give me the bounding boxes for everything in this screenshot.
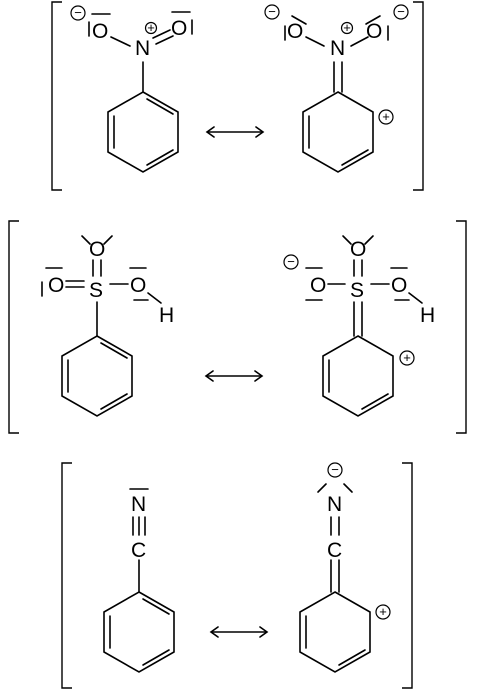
atom-h: H: [159, 304, 174, 327]
atom-o-left: O: [287, 20, 303, 43]
structure-benzonitrile: C N: [103, 488, 175, 673]
benzene-ring: [61, 335, 133, 417]
bracket-right: [402, 462, 413, 689]
svg-text:−: −: [268, 4, 276, 19]
row-nitro: N O O − + N: [51, 1, 424, 191]
positive-charge-icon: [378, 109, 394, 125]
svg-text:−: −: [397, 4, 405, 19]
ring-quinoid: [302, 91, 374, 173]
svg-text:+: +: [379, 604, 387, 619]
benzene-ring: [103, 591, 175, 673]
positive-charge-icon: [375, 604, 391, 620]
atom-o-right: O: [130, 274, 146, 297]
resonance-arrow-3: [209, 626, 269, 638]
atom-o-right: O: [171, 17, 187, 40]
atom-s: S: [89, 279, 103, 302]
structure-nitrile-resonance: C N − +: [299, 462, 391, 673]
atom-h: H: [420, 304, 435, 327]
atom-o-left: O: [310, 274, 326, 297]
ring-quinoid: [322, 335, 394, 417]
svg-text:+: +: [382, 109, 390, 124]
svg-text:+: +: [343, 20, 351, 35]
n-o-single-bond: [110, 36, 131, 47]
atom-o-right: O: [366, 20, 382, 43]
atom-o-left: O: [92, 20, 108, 43]
atom-s: S: [350, 279, 364, 302]
benzene-ring: [107, 91, 179, 173]
positive-charge-icon: [340, 21, 354, 35]
atom-n: N: [131, 493, 146, 516]
positive-charge-icon: [399, 350, 415, 366]
atom-c: C: [327, 539, 342, 562]
structure-benzenesulfonic-acid: S O O O H: [41, 235, 174, 417]
resonance-arrow-2: [204, 370, 264, 382]
atom-n: N: [135, 37, 150, 60]
structure-nitro-resonance: N O O − − + +: [264, 4, 409, 173]
positive-charge-icon: [144, 21, 158, 35]
atom-n: N: [327, 493, 342, 516]
bracket-right: [413, 1, 424, 191]
structure-nitrobenzene: N O O − +: [70, 5, 193, 173]
svg-text:−: −: [74, 5, 82, 20]
svg-text:+: +: [403, 350, 411, 365]
structure-sulfonic-resonance: S O O O H − +: [283, 235, 435, 417]
bracket-left: [8, 220, 19, 434]
negative-charge-icon: [283, 254, 299, 270]
resonance-arrow-1: [205, 126, 265, 138]
negative-charge-icon: [264, 4, 280, 20]
n-o-double-bond: [152, 29, 171, 39]
row-nitrile: C N C N − +: [61, 462, 413, 689]
atom-o-top: O: [89, 238, 105, 261]
atom-c: C: [131, 539, 146, 562]
atom-o-left: O: [48, 274, 64, 297]
bracket-right: [456, 220, 467, 434]
atom-o-right: O: [391, 274, 407, 297]
atom-o-top: O: [350, 238, 366, 261]
bracket-left: [51, 1, 62, 191]
ring-quinoid: [299, 591, 371, 673]
negative-charge-icon: [393, 4, 409, 20]
bracket-left: [61, 462, 72, 689]
negative-charge-icon: [327, 462, 343, 478]
negative-charge-icon: [70, 5, 86, 21]
atom-n: N: [330, 37, 345, 60]
svg-text:+: +: [147, 20, 155, 35]
svg-text:−: −: [331, 462, 339, 477]
row-sulfonic: S O O O H: [8, 220, 467, 434]
svg-text:−: −: [287, 254, 295, 269]
